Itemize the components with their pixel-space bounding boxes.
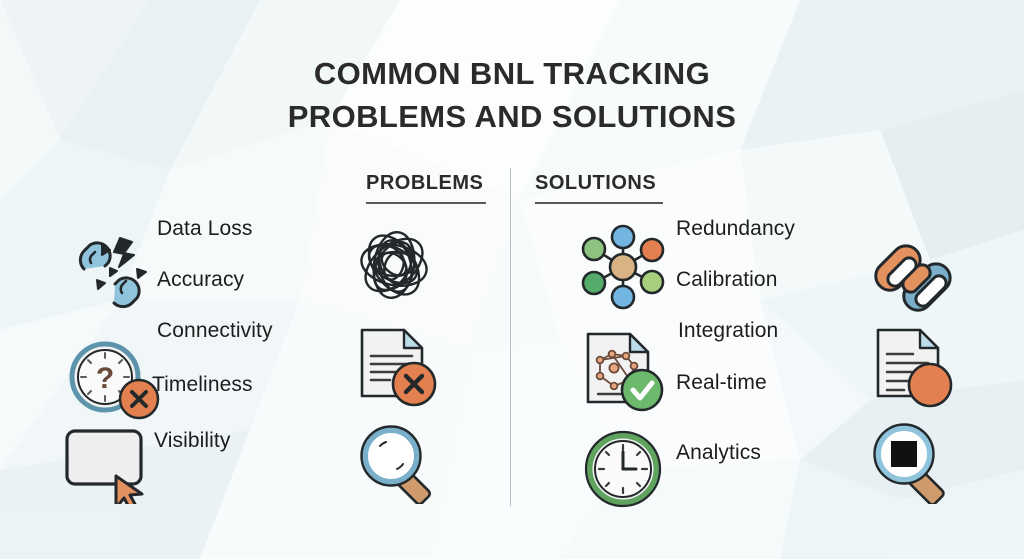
clock-green-icon <box>584 430 662 508</box>
column-header-problems: PROBLEMS <box>366 172 486 209</box>
page-title: COMMON BNL TRACKING PROBLEMS AND SOLUTIO… <box>0 52 1024 138</box>
column-divider <box>510 168 511 506</box>
problem-label-accuracy: Accuracy <box>157 268 245 291</box>
magnifier-square-icon <box>873 423 945 504</box>
column-header-solutions: SOLUTIONS <box>535 172 663 209</box>
problem-label-timeliness: Timeliness <box>152 373 253 396</box>
problem-label-visibility: Visibility <box>154 429 231 452</box>
svg-text:?: ? <box>96 362 114 395</box>
blank-screen-cursor-icon <box>65 429 144 504</box>
solution-label-real-time: Real-time <box>676 371 767 394</box>
column-header-solutions-label: SOLUTIONS <box>535 172 657 194</box>
column-header-problems-rule <box>366 202 486 204</box>
broken-chain-icon <box>78 237 147 309</box>
problem-label-data-loss: Data Loss <box>157 217 253 240</box>
linked-chain-icon <box>874 244 952 312</box>
document-x-icon <box>360 328 437 407</box>
document-nodes-check-icon <box>586 332 664 412</box>
solution-label-integration: Integration <box>678 319 779 342</box>
magnifier-icon <box>360 425 432 504</box>
document-circle-icon <box>876 328 953 408</box>
problem-label-connectivity: Connectivity <box>157 319 273 342</box>
solution-label-calibration: Calibration <box>676 268 778 291</box>
clock-question-x-icon: ? <box>69 341 160 420</box>
solution-label-redundancy: Redundancy <box>676 217 795 240</box>
page-title-line-2: PROBLEMS AND SOLUTIONS <box>287 99 737 134</box>
column-header-problems-label: PROBLEMS <box>366 172 484 194</box>
tangled-scribble-icon <box>360 231 428 299</box>
network-hub-icon <box>581 224 665 310</box>
solution-label-analytics: Analytics <box>676 441 761 464</box>
page-title-line-1: COMMON BNL TRACKING <box>313 56 711 91</box>
column-header-solutions-rule <box>535 202 663 204</box>
